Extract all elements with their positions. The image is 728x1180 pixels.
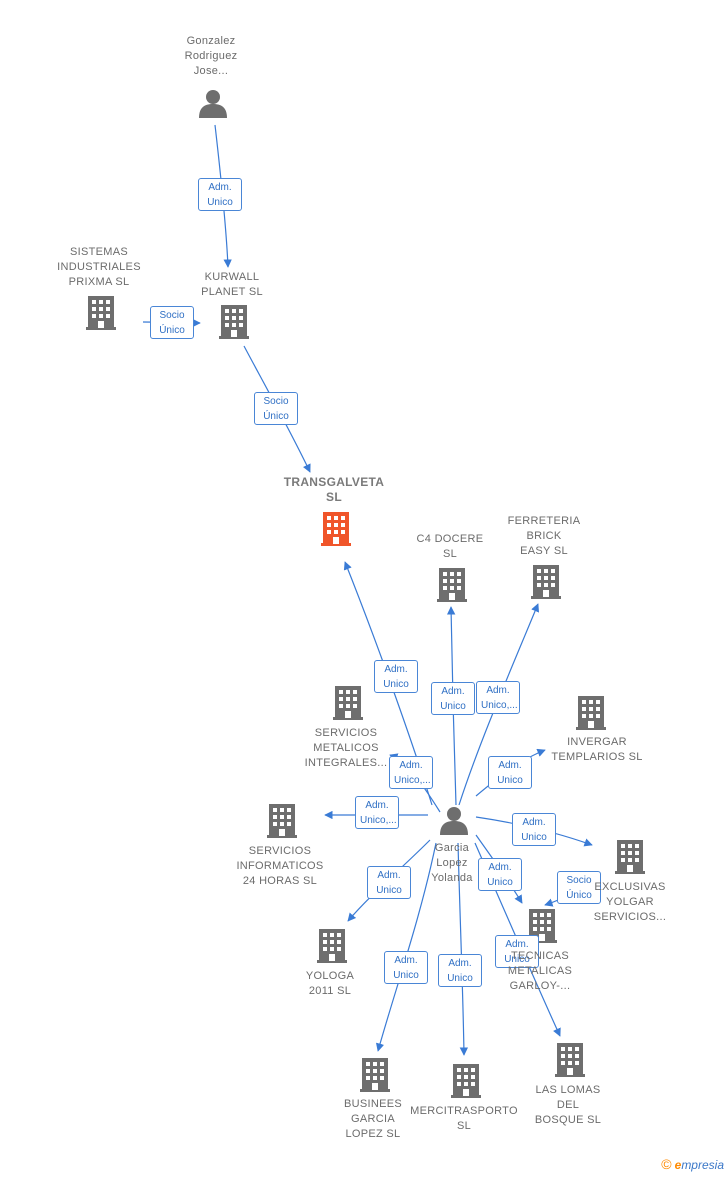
- node-label-servmetalicos[interactable]: SERVICIOS METALICOS INTEGRALES...: [304, 726, 388, 769]
- garcia-person-icon[interactable]: [440, 807, 468, 835]
- sistemas-building-icon[interactable]: [86, 296, 116, 330]
- node-label-c4docere[interactable]: C4 DOCERE SL: [416, 533, 484, 560]
- edge-label-garcia-to-businees[interactable]: Adm. Unico: [384, 951, 428, 984]
- edge-label-garcia-to-ferreteria[interactable]: Adm. Unico,...: [476, 681, 520, 714]
- edge-label-garcia-to-invergar[interactable]: Adm. Unico: [488, 756, 532, 789]
- node-label-yologa[interactable]: YOLOGA 2011 SL: [305, 970, 355, 997]
- edge-label-kurwall-to-transgalveta[interactable]: Socio Único: [254, 392, 298, 425]
- edge-garcia-to-mercitrasporto: [457, 842, 469, 1056]
- node-label-tecnicas[interactable]: TECNICAS METALICAS GARLOY-...: [507, 949, 573, 992]
- node-label-exclusivas[interactable]: EXCLUSIVAS YOLGAR SERVICIOS...: [593, 880, 667, 923]
- edge-label-garcia-to-mercitrasporto[interactable]: Adm. Unico: [438, 954, 482, 987]
- brand-name: mpresia: [681, 1158, 724, 1172]
- yologa-building-icon[interactable]: [317, 929, 347, 963]
- node-label-servinformaticos[interactable]: SERVICIOS INFORMATICOS 24 HORAS SL: [236, 844, 324, 887]
- edge-label-garcia-to-servinformaticos[interactable]: Adm. Unico,...: [355, 796, 399, 829]
- mercitrasporto-building-icon[interactable]: [451, 1064, 481, 1098]
- exclusivas-building-icon[interactable]: [615, 840, 645, 874]
- businees-building-icon[interactable]: [360, 1058, 390, 1092]
- servinformaticos-building-icon[interactable]: [267, 804, 297, 838]
- node-label-sistemas[interactable]: SISTEMAS INDUSTRIALES PRIXMA SL: [57, 245, 141, 288]
- edge-label-garcia-to-servmetalicos[interactable]: Adm. Unico,...: [389, 756, 433, 789]
- edge-label-sistemas-to-kurwall[interactable]: Socio Único: [150, 306, 194, 339]
- servmetalicos-building-icon[interactable]: [333, 686, 363, 720]
- node-label-kurwall[interactable]: KURWALL PLANET SL: [201, 271, 263, 298]
- c4docere-building-icon[interactable]: [437, 568, 467, 602]
- edge-label-garcia-to-transgalveta[interactable]: Adm. Unico: [374, 660, 418, 693]
- node-label-ferreteria[interactable]: FERRETERIA BRICK EASY SL: [507, 514, 581, 557]
- node-label-transgalveta[interactable]: TRANSGALVETA SL: [283, 475, 385, 504]
- node-label-laslomas[interactable]: LAS LOMAS DEL BOSQUE SL: [534, 1083, 602, 1126]
- node-label-mercitrasporto[interactable]: MERCITRASPORTO SL: [410, 1105, 518, 1132]
- node-label-gonzalez[interactable]: Gonzalez Rodriguez Jose...: [184, 34, 238, 77]
- edge-label-exclusivas-to-tecnicas[interactable]: Socio Único: [557, 871, 601, 904]
- invergar-building-icon[interactable]: [576, 696, 606, 730]
- node-label-businees[interactable]: BUSINEES GARCIA LOPEZ SL: [343, 1097, 403, 1140]
- edges-layer: [142, 124, 593, 1056]
- node-label-garcia[interactable]: Garcia Lopez Yolanda: [431, 841, 473, 884]
- ferreteria-building-icon[interactable]: [531, 565, 561, 599]
- edge-label-garcia-to-yologa[interactable]: Adm. Unico: [367, 866, 411, 899]
- edge-label-garcia-to-laslomas[interactable]: Adm. Unico: [495, 935, 539, 968]
- transgalveta-building-icon[interactable]: [321, 512, 351, 546]
- edge-label-garcia-to-tecnicas[interactable]: Adm. Unico: [478, 858, 522, 891]
- brand-e-logo: e: [674, 1158, 682, 1172]
- edge-label-gonzalez-to-kurwall[interactable]: Adm. Unico: [198, 178, 242, 211]
- edge-label-garcia-to-exclusivas[interactable]: Adm. Unico: [512, 813, 556, 846]
- gonzalez-person-icon[interactable]: [199, 90, 227, 118]
- edge-label-garcia-to-c4docere[interactable]: Adm. Unico: [431, 682, 475, 715]
- footer-brand: ©empresia: [661, 1156, 724, 1172]
- kurwall-building-icon[interactable]: [219, 305, 249, 339]
- copyright-symbol: ©: [661, 1156, 672, 1172]
- node-label-invergar[interactable]: INVERGAR TEMPLARIOS SL: [551, 736, 643, 763]
- laslomas-building-icon[interactable]: [555, 1043, 585, 1077]
